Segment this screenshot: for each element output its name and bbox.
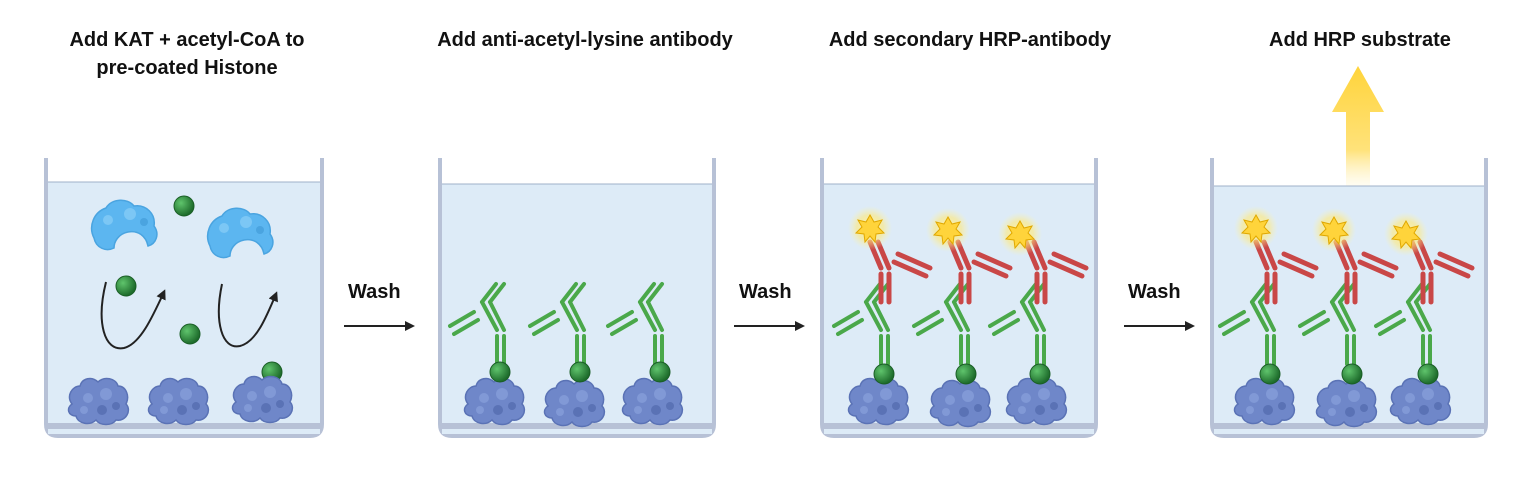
wash-label-1: Wash [348,281,401,303]
well-3 [820,158,1098,438]
wash-label-2: Wash [739,281,792,303]
well-2 [438,158,716,438]
step-1-title-line1: Add KAT + acetyl-CoA to [69,29,305,51]
acetyl-coa-bead-icon [115,275,137,297]
acetyl-coa-bead-icon [1417,363,1439,385]
hrp-star-icon [847,205,893,251]
acetyl-coa-bead-icon [873,363,895,385]
hrp-star-icon [925,207,971,253]
hrp-star-icon [997,211,1043,257]
acetyl-coa-bead-icon [179,323,201,345]
acetyl-coa-bead-icon [649,361,671,383]
acetyl-coa-bead-icon [489,361,511,383]
acetyl-coa-bead-icon [1259,363,1281,385]
well-4 [1210,158,1488,438]
acetyl-coa-bead-icon [173,195,195,217]
step-2-title-line1: Add anti-acetyl-lysine antibody [437,29,733,51]
step-2-title: Add anti-acetyl-lysine antibody [410,26,760,54]
step-4-title-line1: Add HRP substrate [1269,29,1451,51]
step-4-title: Add HRP substrate [1240,26,1480,54]
acetyl-coa-bead-icon [1341,363,1363,385]
acetyl-coa-bead-icon [1029,363,1051,385]
wash-label-3: Wash [1128,281,1181,303]
acetyl-coa-bead-icon [569,361,591,383]
hrp-star-icon [1383,211,1429,257]
curved-arrow-icon [100,281,166,350]
hrp-star-icon [1233,205,1279,251]
step-3-title: Add secondary HRP-antibody [800,26,1140,54]
step-1-title-line2: pre-coated Histone [96,57,278,79]
signal-arrow-icon [1332,66,1384,186]
acetyl-coa-bead-icon [955,363,977,385]
step-1-title: Add KAT + acetyl-CoA to pre-coated Histo… [54,26,320,82]
hrp-star-icon [1311,207,1357,253]
step-3-title-line1: Add secondary HRP-antibody [828,29,1112,51]
well-1 [44,158,324,438]
curved-arrow-icon [217,283,278,348]
